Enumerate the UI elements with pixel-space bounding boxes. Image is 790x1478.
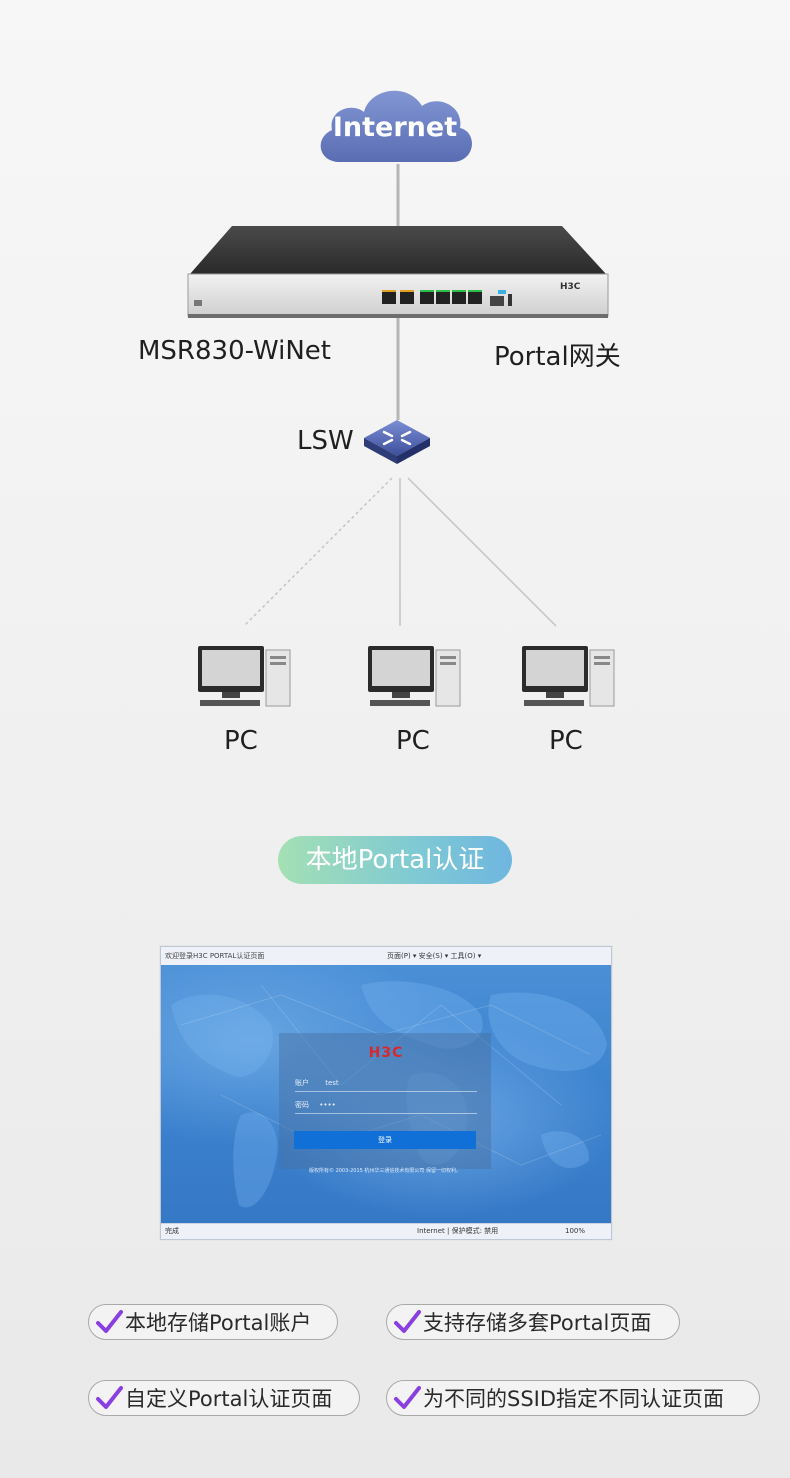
line-switch-pc-left <box>243 477 393 627</box>
password-value: •••• <box>319 1101 336 1109</box>
line-switch-pc-right <box>407 477 557 627</box>
feature-pill-per-ssid-pages: 为不同的SSID指定不同认证页面 <box>386 1380 760 1416</box>
router-role-label: Portal网关 <box>494 342 621 372</box>
pc-left-label: PC <box>224 726 258 756</box>
browser-menu[interactable]: 页面(P) ▾ 安全(S) ▾ 工具(O) ▾ <box>387 952 482 960</box>
account-field[interactable]: 账户 test <box>295 1075 477 1092</box>
feature-label: 本地存储Portal账户 <box>125 1311 312 1335</box>
feature-label: 自定义Portal认证页面 <box>125 1387 333 1411</box>
browser-viewport: H3C 账户 test 密码 •••• 登录 版权所有© 2003-2015 杭… <box>161 965 611 1223</box>
account-label: 账户 <box>295 1079 309 1087</box>
pc-left-icon <box>198 646 291 707</box>
router-brand-label: H3C <box>560 282 581 292</box>
pc-middle-label: PC <box>396 726 430 756</box>
check-icon <box>394 1386 421 1409</box>
h3c-logo: H3C <box>368 1045 404 1061</box>
status-left: 完成 <box>165 1227 179 1235</box>
password-label: 密码 <box>295 1101 309 1109</box>
status-zone: Internet | 保护模式: 禁用 <box>417 1227 499 1235</box>
check-icon <box>394 1310 421 1333</box>
login-button[interactable]: 登录 <box>294 1131 476 1149</box>
router-model-label: MSR830-WiNet <box>138 336 331 366</box>
login-panel: H3C 账户 test 密码 •••• 登录 版权所有© 2003-2015 杭… <box>279 1033 491 1174</box>
pc-middle-icon <box>368 646 461 707</box>
pc-right-label: PC <box>549 726 583 756</box>
section-badge: 本地Portal认证 <box>278 836 512 884</box>
connection-lines <box>243 164 557 627</box>
feature-pill-local-accounts: 本地存储Portal账户 <box>88 1304 338 1340</box>
feature-pill-multiple-pages: 支持存储多套Portal页面 <box>386 1304 680 1340</box>
check-icon <box>96 1386 123 1409</box>
browser-toolbar: 欢迎登录H3C PORTAL认证页面 页面(P) ▾ 安全(S) ▾ 工具(O)… <box>161 947 611 966</box>
internet-label: Internet <box>332 112 458 143</box>
switch-icon <box>364 420 430 464</box>
feature-label: 支持存储多套Portal页面 <box>423 1311 652 1335</box>
switch-label: LSW <box>297 426 354 456</box>
account-value: test <box>325 1079 339 1087</box>
password-field[interactable]: 密码 •••• <box>295 1097 477 1114</box>
feature-label: 为不同的SSID指定不同认证页面 <box>423 1387 725 1411</box>
portal-login-screenshot: 欢迎登录H3C PORTAL认证页面 页面(P) ▾ 安全(S) ▾ 工具(O)… <box>160 946 612 1240</box>
browser-statusbar: 完成 Internet | 保护模式: 禁用 100% <box>161 1223 611 1239</box>
copyright-text: 版权所有© 2003-2015 杭州华三通信技术有限公司 保留一切权利。 <box>308 1168 462 1174</box>
browser-tab-title[interactable]: 欢迎登录H3C PORTAL认证页面 <box>165 952 265 960</box>
internet-cloud-icon <box>320 90 472 162</box>
feature-pill-custom-page: 自定义Portal认证页面 <box>88 1380 360 1416</box>
pc-right-icon <box>522 646 615 707</box>
router-device-icon <box>187 226 609 318</box>
check-icon <box>96 1310 123 1333</box>
status-zoom[interactable]: 100% <box>565 1227 586 1235</box>
